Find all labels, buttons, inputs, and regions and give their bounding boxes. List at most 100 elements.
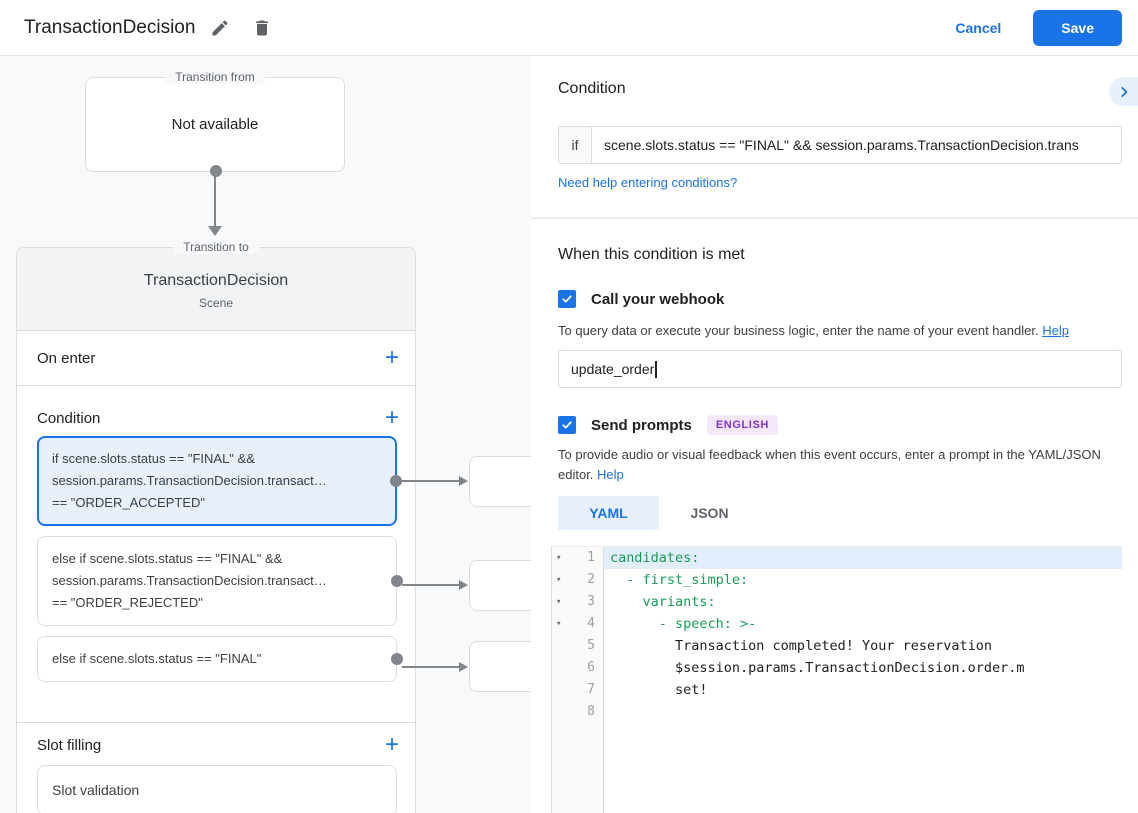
code-line-5[interactable]: Transaction completed! Your reservation <box>604 635 1122 657</box>
plus-icon[interactable]: + <box>384 404 399 431</box>
tab-yaml[interactable]: YAML <box>558 496 659 530</box>
gutter-line-1: ▾1 <box>552 547 603 569</box>
event-handler-value: update_order <box>571 361 655 377</box>
transition-arrow-line <box>214 171 216 228</box>
gutter-line-5: 5 <box>587 638 595 653</box>
condition-card-list: if scene.slots.status == "FINAL" && sess… <box>17 436 415 682</box>
fold-arrow-icon[interactable]: ▾ <box>556 553 562 563</box>
call-webhook-row: Call your webhook <box>558 290 724 308</box>
fold-arrow-icon[interactable]: ▾ <box>556 597 562 607</box>
panel-title: Condition <box>558 80 626 97</box>
webhook-label: Call your webhook <box>591 290 725 308</box>
prompts-checkbox[interactable] <box>558 416 576 434</box>
fold-arrow-icon[interactable]: ▾ <box>556 619 562 629</box>
scene-type: Scene <box>198 296 234 310</box>
gutter-line-8: 8 <box>587 704 595 719</box>
transition-from-box: Transition from Not available <box>85 70 345 177</box>
code-line-4[interactable]: - speech: >- <box>604 613 1122 635</box>
condition-card-1[interactable]: if scene.slots.status == "FINAL" && sess… <box>37 436 402 526</box>
code-line-8[interactable] <box>604 701 1122 723</box>
connector-dot <box>390 475 402 487</box>
text-caret <box>655 360 657 378</box>
on-enter-label: On enter <box>37 349 96 367</box>
yaml-text-token <box>610 594 643 610</box>
yaml-key-token: variants: <box>642 594 716 610</box>
plus-icon[interactable]: + <box>384 344 399 371</box>
transition-from-value: Not available <box>171 116 259 133</box>
yaml-text-token: set! <box>610 682 708 698</box>
gutter-line-7: 7 <box>587 682 595 697</box>
webhook-description: To query data or execute your business l… <box>558 323 1069 338</box>
tab-json[interactable]: JSON <box>659 496 760 530</box>
fold-arrow-icon[interactable]: ▾ <box>556 575 562 585</box>
yaml-text-token <box>610 616 659 632</box>
top-bar: TransactionDecision Cancel Save <box>0 0 1138 56</box>
gutter-line-6: 6 <box>587 660 595 675</box>
condition-card-3[interactable]: else if scene.slots.status == "FINAL" <box>37 636 403 682</box>
condition-3-arrow <box>402 662 468 672</box>
webhook-checkbox[interactable] <box>558 290 576 308</box>
chevron-right-icon[interactable] <box>1109 77 1138 106</box>
scene-name: TransactionDecision <box>143 272 289 289</box>
connector-dot <box>210 165 222 177</box>
event-handler-input[interactable]: update_order <box>558 350 1122 388</box>
code-line-6[interactable]: $session.params.TransactionDecision.orde… <box>604 657 1122 679</box>
yaml-text-token: Transaction completed! Your reservation <box>610 638 993 654</box>
slot-filling-section: Slot filling + Slot validation <box>17 722 415 813</box>
condition-label: Condition <box>37 409 101 427</box>
code-line-2[interactable]: - first_simple: <box>604 569 1122 591</box>
slot-filling-label: Slot filling <box>37 736 102 754</box>
transition-to-box: Transition to TransactionDecision Scene … <box>16 240 416 813</box>
plus-icon[interactable]: + <box>384 731 399 758</box>
yaml-text-token <box>610 572 626 588</box>
send-prompts-label: Send prompts <box>591 416 692 434</box>
language-badge: ENGLISH <box>706 415 778 435</box>
divider <box>531 217 1138 219</box>
editor-code-area[interactable]: candidates: - first_simple: variants: - … <box>604 547 1122 813</box>
condition-expression-value[interactable]: scene.slots.status == "FINAL" && session… <box>604 137 1079 153</box>
condition-expression-field[interactable]: if scene.slots.status == "FINAL" && sess… <box>558 126 1122 164</box>
condition-section: Condition + if scene.slots.status == "FI… <box>17 386 415 694</box>
connector-dot <box>391 575 403 587</box>
trash-icon[interactable] <box>245 11 279 45</box>
condition-2-arrow <box>402 580 468 590</box>
transition-arrowhead <box>208 226 222 236</box>
scene-card-header[interactable]: TransactionDecision Scene <box>17 248 415 331</box>
transition-from-label: Transition from <box>165 70 265 84</box>
save-button[interactable]: Save <box>1033 9 1122 46</box>
prompts-description: To provide audio or visual feedback when… <box>558 447 1101 482</box>
on-enter-section: On enter + <box>17 331 415 386</box>
gutter-line-4: ▾4 <box>552 613 603 635</box>
cancel-button[interactable]: Cancel <box>941 12 1015 44</box>
conditions-help-link[interactable]: Need help entering conditions? <box>558 175 738 190</box>
page-title: TransactionDecision <box>24 16 196 38</box>
code-line-3[interactable]: variants: <box>604 591 1122 613</box>
condition-card-2[interactable]: else if scene.slots.status == "FINAL" &&… <box>37 536 403 626</box>
yaml-key-token: - first_simple: <box>626 572 749 588</box>
yaml-key-token: candidates: <box>610 550 700 566</box>
yaml-key-token: - speech: >- <box>658 616 757 632</box>
gutter-line-3: ▾3 <box>552 591 603 613</box>
send-prompts-row: Send prompts ENGLISH <box>558 415 778 435</box>
slot-validation-card[interactable]: Slot validation <box>37 765 397 813</box>
slot-card-list: Slot validation <box>17 765 415 813</box>
condition-section-header: Condition + <box>17 400 415 436</box>
code-line-1[interactable]: candidates: <box>604 547 1122 569</box>
yaml-text-token: $session.params.TransactionDecision.orde… <box>610 660 1025 676</box>
scene-diagram-canvas: Transition from Not available Transition… <box>0 56 600 813</box>
prompts-help-link[interactable]: Help <box>597 467 624 482</box>
condition-editor-panel: Condition if scene.slots.status == "FINA… <box>531 56 1138 813</box>
code-line-7[interactable]: set! <box>604 679 1122 701</box>
slot-filling-header: Slot filling + <box>17 733 415 757</box>
connector-dot <box>391 653 403 665</box>
pencil-icon[interactable] <box>203 11 237 45</box>
condition-1-arrow <box>402 476 468 486</box>
transition-to-label: Transition to <box>173 240 259 254</box>
webhook-help-link[interactable]: Help <box>1042 323 1069 338</box>
condition-met-title: When this condition is met <box>558 246 745 263</box>
if-prefix: if <box>559 127 592 163</box>
